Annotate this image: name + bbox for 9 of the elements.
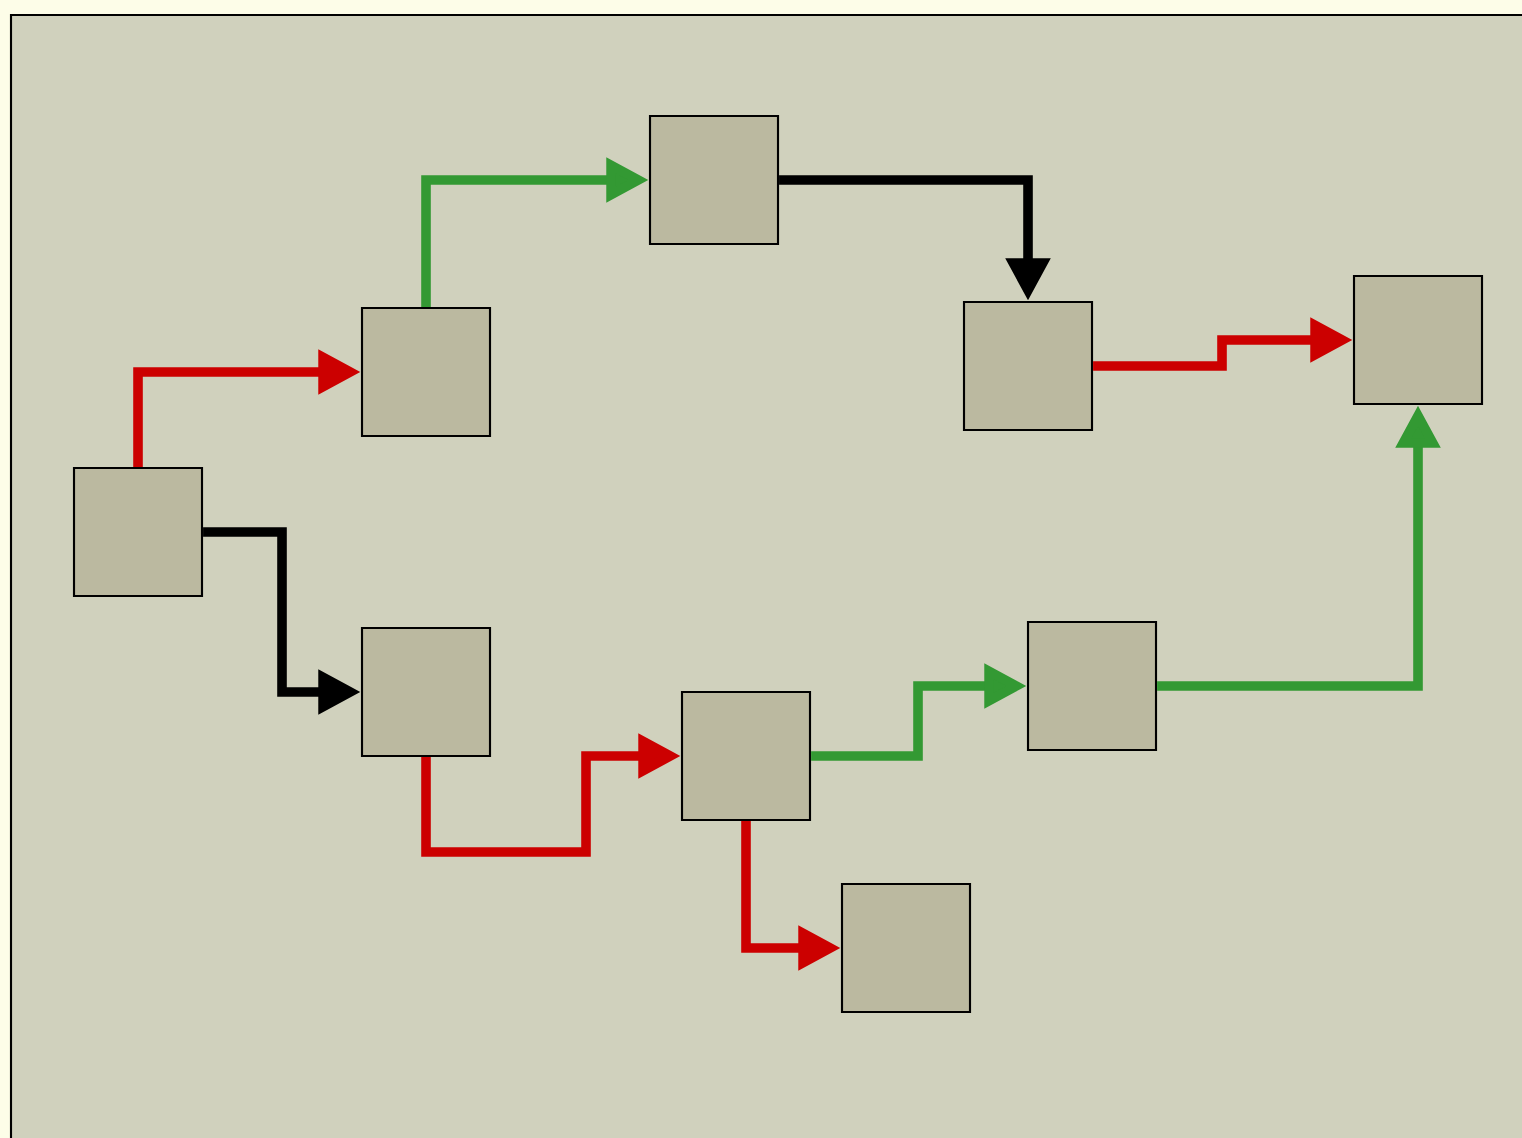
- square-box: [840, 882, 972, 1014]
- square-box: [72, 466, 204, 598]
- square-box: [680, 690, 812, 822]
- square-box: [648, 114, 780, 246]
- square-box: [1026, 620, 1158, 752]
- square-box: [1352, 274, 1484, 406]
- square-box: [360, 306, 492, 438]
- square-box: [962, 300, 1094, 432]
- square-box: [360, 626, 492, 758]
